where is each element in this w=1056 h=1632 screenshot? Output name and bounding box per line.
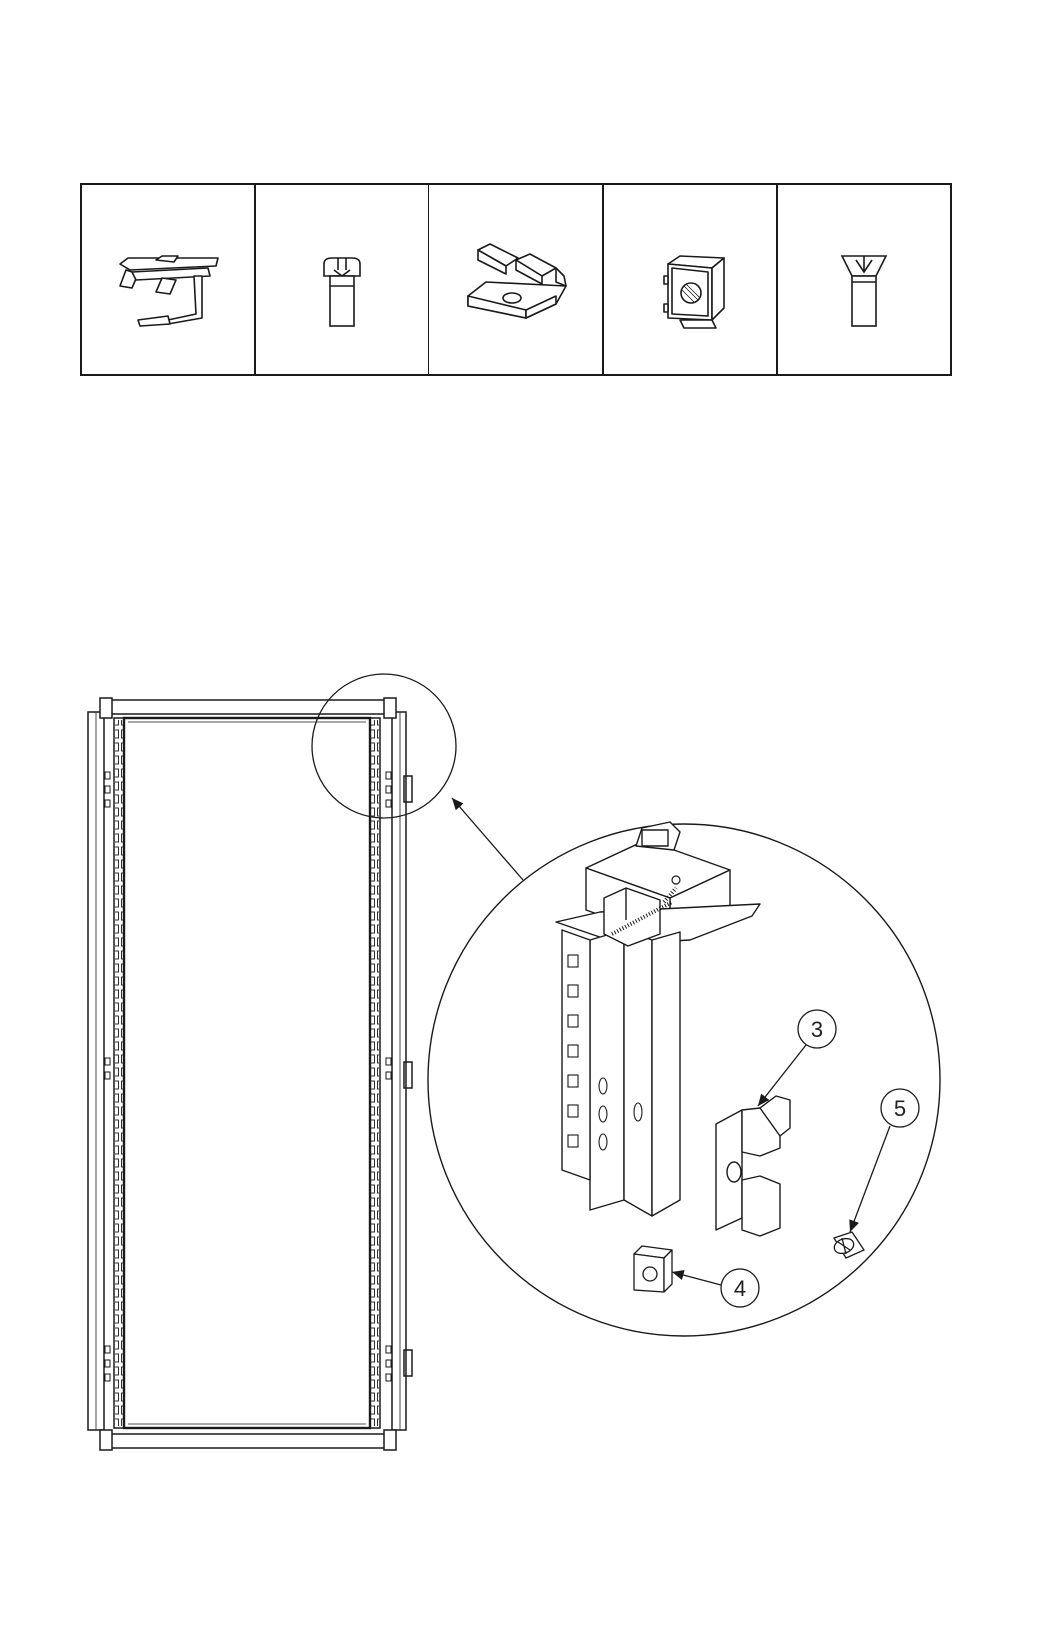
- detail-leader-line: [452, 798, 523, 880]
- callout-leader-4: [672, 1272, 721, 1285]
- screw-part: [832, 1232, 864, 1258]
- cage-nut-part: [634, 1246, 672, 1292]
- callout-leader-5: [850, 1126, 890, 1232]
- enlarged-detail-view: 3 5 4: [428, 822, 940, 1336]
- detail-marker-circle: [312, 674, 456, 818]
- callout-label-3: 3: [811, 1017, 823, 1042]
- bracket-part: [716, 1096, 790, 1236]
- callout-label-5: 5: [894, 1096, 906, 1121]
- callout-leader-3: [758, 1045, 806, 1106]
- rack-frame: [88, 698, 412, 1450]
- callout-label-4: 4: [734, 1276, 746, 1301]
